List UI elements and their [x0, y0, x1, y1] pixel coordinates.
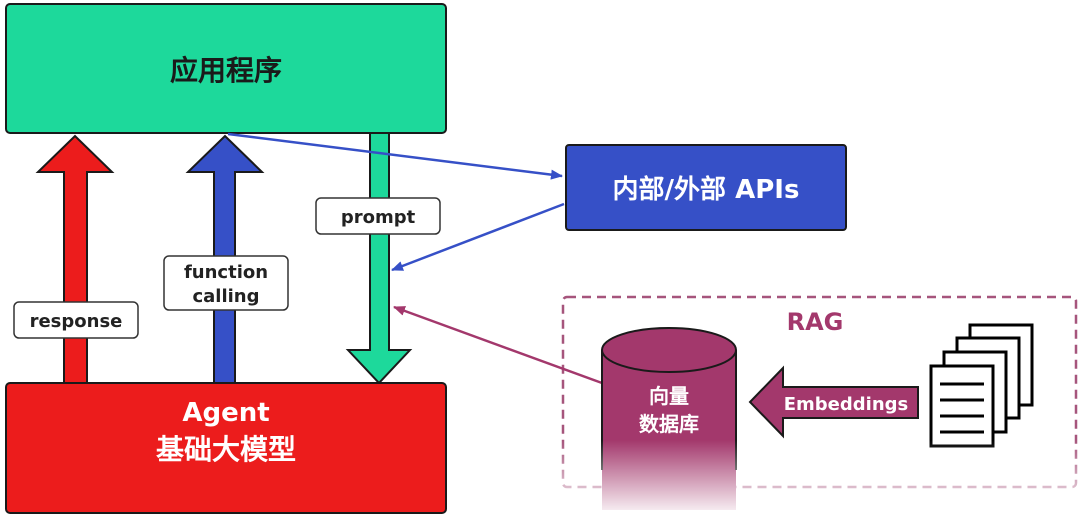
- prompt-tag: prompt: [315, 197, 441, 235]
- calling-label: calling: [192, 286, 259, 307]
- prompt-arrow: [345, 132, 413, 385]
- database-label-line2: 数据库: [639, 412, 699, 436]
- response-arrow: [35, 134, 115, 384]
- api-to-prompt-line: [391, 202, 565, 272]
- embeddings-arrow: [748, 365, 919, 439]
- api-label: 内部/外部 APIs: [613, 175, 800, 205]
- foundation-model-label: 基础大模型: [156, 433, 296, 466]
- application-box: [5, 3, 447, 134]
- document-stack-icon: [929, 323, 1034, 448]
- rag-title: RAG: [787, 308, 844, 336]
- function-calling-tag: function calling: [163, 255, 289, 311]
- agent-box: [5, 382, 447, 514]
- api-box: [565, 144, 847, 231]
- function-label: function: [184, 262, 268, 283]
- application-label: 应用程序: [170, 54, 282, 87]
- bottom-fade: [560, 440, 1080, 518]
- app-to-api-line: [227, 132, 563, 180]
- embeddings-label: Embeddings: [784, 394, 909, 415]
- database-label-line1: 向量: [649, 384, 689, 408]
- database-to-prompt-line: [393, 305, 603, 385]
- response-tag: response: [13, 301, 139, 339]
- prompt-label: prompt: [341, 207, 416, 228]
- response-label: response: [30, 311, 123, 332]
- agent-label: Agent: [182, 398, 269, 428]
